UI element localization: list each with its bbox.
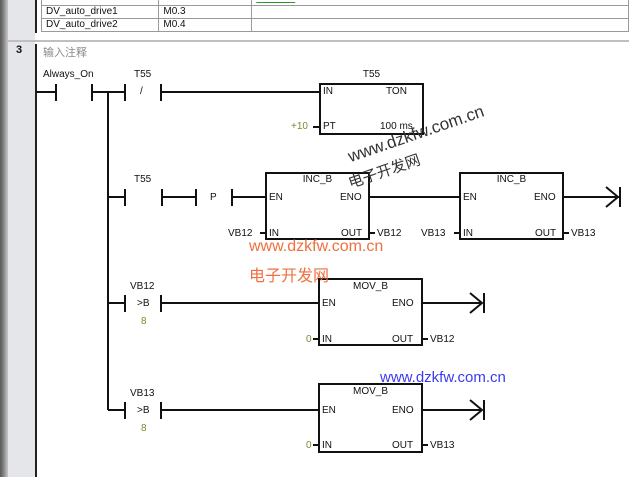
pin-out: OUT xyxy=(341,228,363,239)
compare-value[interactable]: 8 xyxy=(141,316,147,327)
watermark-orange-cn: 电子开发网 xyxy=(249,268,330,285)
pin-eno: ENO xyxy=(392,405,414,416)
out-operand[interactable]: VB12 xyxy=(430,334,455,345)
nc-contact-symbol: / xyxy=(140,86,143,97)
pin-out: OUT xyxy=(392,440,414,451)
symbol-cell[interactable]: DV_auto_drive2 xyxy=(40,18,160,32)
pin-en: EN xyxy=(322,298,336,309)
in-constant[interactable]: 0 xyxy=(306,334,312,345)
box-title-mov-b[interactable]: MOV_B xyxy=(352,386,388,397)
box-title-mov-b[interactable]: MOV_B xyxy=(352,281,388,292)
positive-edge-symbol: P xyxy=(210,192,217,203)
pin-eno: ENO xyxy=(534,192,556,203)
timer-name[interactable]: T55 xyxy=(362,69,381,80)
ton-box xyxy=(319,83,424,135)
pin-en: EN xyxy=(322,405,336,416)
table-power-rail xyxy=(35,0,37,33)
network-comment[interactable]: 输入注释 xyxy=(43,47,87,59)
symbol-table: DV_auto_drive1 M0.3 DV_auto_drive2 M0.4 xyxy=(40,0,629,32)
output-arrow xyxy=(469,292,484,314)
watermark-blue-url: www.dzkfw.com.cn xyxy=(380,369,506,386)
pin-in: IN xyxy=(463,228,473,239)
compare-operand[interactable]: VB12 xyxy=(130,281,155,292)
out-operand[interactable]: VB13 xyxy=(430,440,455,451)
table-row[interactable]: DV_auto_drive2 M0.4 xyxy=(40,18,629,32)
compare-operator: >B xyxy=(137,298,150,309)
left-power-rail xyxy=(35,44,37,477)
pin-in: IN xyxy=(322,440,332,451)
window-left-border xyxy=(0,0,8,477)
inc-b-box-2 xyxy=(459,172,564,240)
pin-out: OUT xyxy=(535,228,557,239)
box-title-inc-b[interactable]: INC_B xyxy=(302,174,333,185)
pin-eno: ENO xyxy=(340,192,362,203)
pt-value[interactable]: +10 xyxy=(291,121,308,132)
in-operand[interactable]: VB12 xyxy=(228,228,253,239)
address-cell[interactable]: M0.4 xyxy=(158,18,253,32)
box-title-inc-b[interactable]: INC_B xyxy=(496,174,527,185)
mov-b-box-2 xyxy=(318,383,423,453)
pin-in: IN xyxy=(269,228,279,239)
pin-out: OUT xyxy=(392,334,414,345)
pin-in: IN xyxy=(322,334,332,345)
timer-resolution: 100 ms xyxy=(380,121,413,132)
contact-label-t55[interactable]: T55 xyxy=(134,174,152,185)
in-operand[interactable]: VB13 xyxy=(421,228,446,239)
contact-label-always-on[interactable]: Always_On xyxy=(43,69,94,80)
network-separator xyxy=(8,40,629,42)
network-number: 3 xyxy=(16,44,23,56)
pin-pt: PT xyxy=(323,121,336,132)
compare-operand[interactable]: VB13 xyxy=(130,388,155,399)
output-arrow xyxy=(469,399,484,421)
pin-en: EN xyxy=(463,192,477,203)
out-operand[interactable]: VB12 xyxy=(377,228,402,239)
pin-in: IN xyxy=(323,86,333,97)
pin-eno: ENO xyxy=(392,298,414,309)
compare-value[interactable]: 8 xyxy=(141,423,147,434)
watermark-orange-url: www.dzkfw.com.cn xyxy=(249,238,384,255)
output-arrow xyxy=(605,186,620,208)
mov-b-box-1 xyxy=(318,278,423,346)
comment-cell[interactable] xyxy=(251,18,629,32)
pin-en: EN xyxy=(269,192,283,203)
table-row[interactable]: DV_auto_drive1 M0.3 xyxy=(40,5,629,19)
contact-label-t55[interactable]: T55 xyxy=(134,69,152,80)
network-gutter xyxy=(8,0,35,477)
inc-b-box-1 xyxy=(265,172,370,240)
timer-type: TON xyxy=(386,86,407,97)
compare-operator: >B xyxy=(137,405,150,416)
out-operand[interactable]: VB13 xyxy=(571,228,596,239)
in-constant[interactable]: 0 xyxy=(306,440,312,451)
